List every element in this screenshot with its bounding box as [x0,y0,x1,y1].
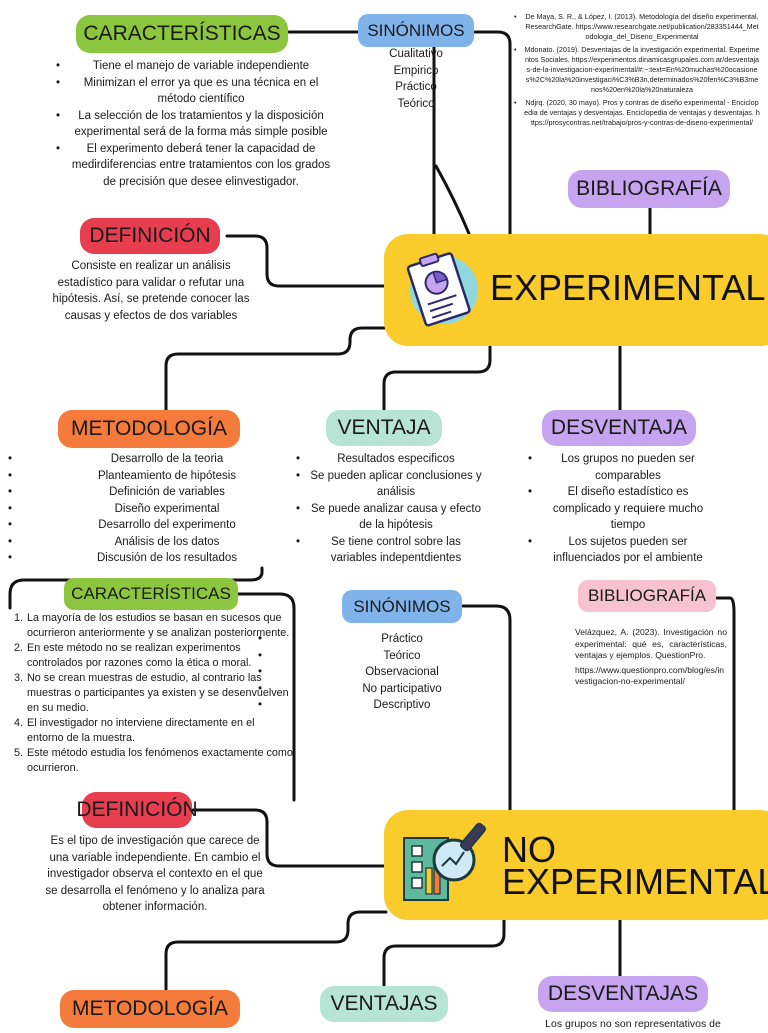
list-item: Desarrollo del experimento [8,517,260,534]
bottom-bibliografia-text: Velázquez, A. (2023). Investigación no e… [575,627,727,688]
top-definicion-label: DEFINICIÓN [80,218,220,254]
list-item: Planteamiento de hipótesis [8,468,260,485]
top-metodologia-list: Desarrollo de la teoria Planteamiento de… [8,451,260,567]
list-item: Práctico [258,631,480,648]
list-item: La selección de los tratamientos y la di… [56,108,332,141]
list-item: En este método no se realizan experiment… [26,641,294,671]
bottom-definicion-text: Es el tipo de investigación que carece d… [45,835,265,913]
list-item: La mayoría de los estudios se basan en s… [26,611,294,641]
list-item: Definición de variables [8,484,260,501]
top-definicion-text: Consiste en realizar un análisis estadís… [52,260,250,322]
bottom-caracteristicas-label: CARACTERÍSTICAS [64,578,238,610]
top-ventaja-list: Resultados especificos Se pueden aplicar… [296,451,482,567]
bottom-sinonimos-list: Práctico Teórico Observacional No partic… [258,631,480,714]
list-item: Análisis de los datos [8,534,260,551]
list-item: Se pueden aplicar conclusiones y análisi… [296,468,482,501]
top-bibliografia-label: BIBLIOGRAFÍA [568,170,730,208]
magnifier-data-icon [398,818,498,914]
list-item: No participativo [258,681,480,698]
list-item: Diseño experimental [8,501,260,518]
top-desventaja-label: DESVENTAJA [542,410,696,446]
bottom-metodologia-label: METODOLOGÍA [60,990,240,1028]
list-item: Teórico [258,648,480,665]
top-metodologia-label: METODOLOGÍA [58,410,240,448]
bottom-caracteristicas-list: La mayoría de los estudios se basan en s… [2,611,294,776]
top-caracteristicas-label: CARACTERÍSTICAS [76,15,288,53]
list-item: Los grupos no pueden ser comparables [528,451,714,484]
bottom-sinonimos-label: SINÓNIMOS [342,590,462,623]
bibliografia-url[interactable]: https://www.questionpro.com/blog/es/inve… [575,664,725,687]
bottom-definicion-label: DEFINICIÓN [76,792,198,828]
top-bibliografia-list: De Maya, S. R., & López, I. (2013). Meto… [514,12,760,131]
list-item: No se crean muestras de estudio, al cont… [26,671,294,716]
list-item: Descriptivo [258,697,480,714]
list-item: Ndjrq. (2020, 30 mayo). Pros y contras d… [514,98,760,128]
bottom-desventajas-label: DESVENTAJAS [538,976,708,1012]
list-item: Discusión de los resultados [8,550,260,567]
list-item: Práctico [395,81,437,93]
list-item: Minimizan el error ya que es una técnica… [56,75,332,108]
bibliografia-reference: Velázquez, A. (2023). Investigación no e… [575,627,727,660]
list-item: Se puede analizar causa y efecto de la h… [296,501,482,534]
list-item: Resultados especificos [296,451,482,468]
list-item: De Maya, S. R., & López, I. (2013). Meto… [514,12,760,42]
no-experimental-title-line2: EXPERIMENTAL [502,861,768,902]
list-item: Desarrollo de la teoria [8,451,260,468]
list-item: Tiene el manejo de variable independient… [56,58,332,75]
bottom-ventajas-label: VENTAJAS [320,986,448,1022]
clipboard-chart-icon [394,244,486,336]
bottom-desventajas-partial-text: Los grupos no son representativos de [545,1018,721,1030]
experimental-title: EXPERIMENTAL [490,267,766,308]
list-item: El diseño estadístico es complicado y re… [528,484,714,534]
list-item: Empirico [393,64,439,77]
list-item: Cualitativo [389,48,443,60]
list-item: Observacional [258,664,480,681]
list-item: Se tiene control sobre las variables ind… [296,534,482,567]
list-item: Este método estudia los fenómenos exacta… [26,746,294,776]
list-item: El experimento deberá tener la capacidad… [56,141,332,191]
bottom-bibliografia-label: BIBLIOGRAFÍA [578,580,716,612]
top-sinonimos-list: Cualitativo Empirico Práctico Teórico [358,46,474,112]
top-ventaja-label: VENTAJA [326,410,442,446]
list-item: Teórico [397,97,435,110]
list-item: Los sujetos pueden ser influenciados por… [528,534,714,567]
list-item: El investigador no interviene directamen… [26,716,294,746]
no-experimental-title-line1: NO [502,829,556,870]
top-caracteristicas-list: Tiene el manejo de variable independient… [56,58,332,190]
list-item: Mdonato. (2019). Desventajas de la inves… [514,45,760,95]
top-desventaja-list: Los grupos no pueden ser comparables El … [528,451,714,567]
top-sinonimos-label: SINÓNIMOS [358,14,474,47]
